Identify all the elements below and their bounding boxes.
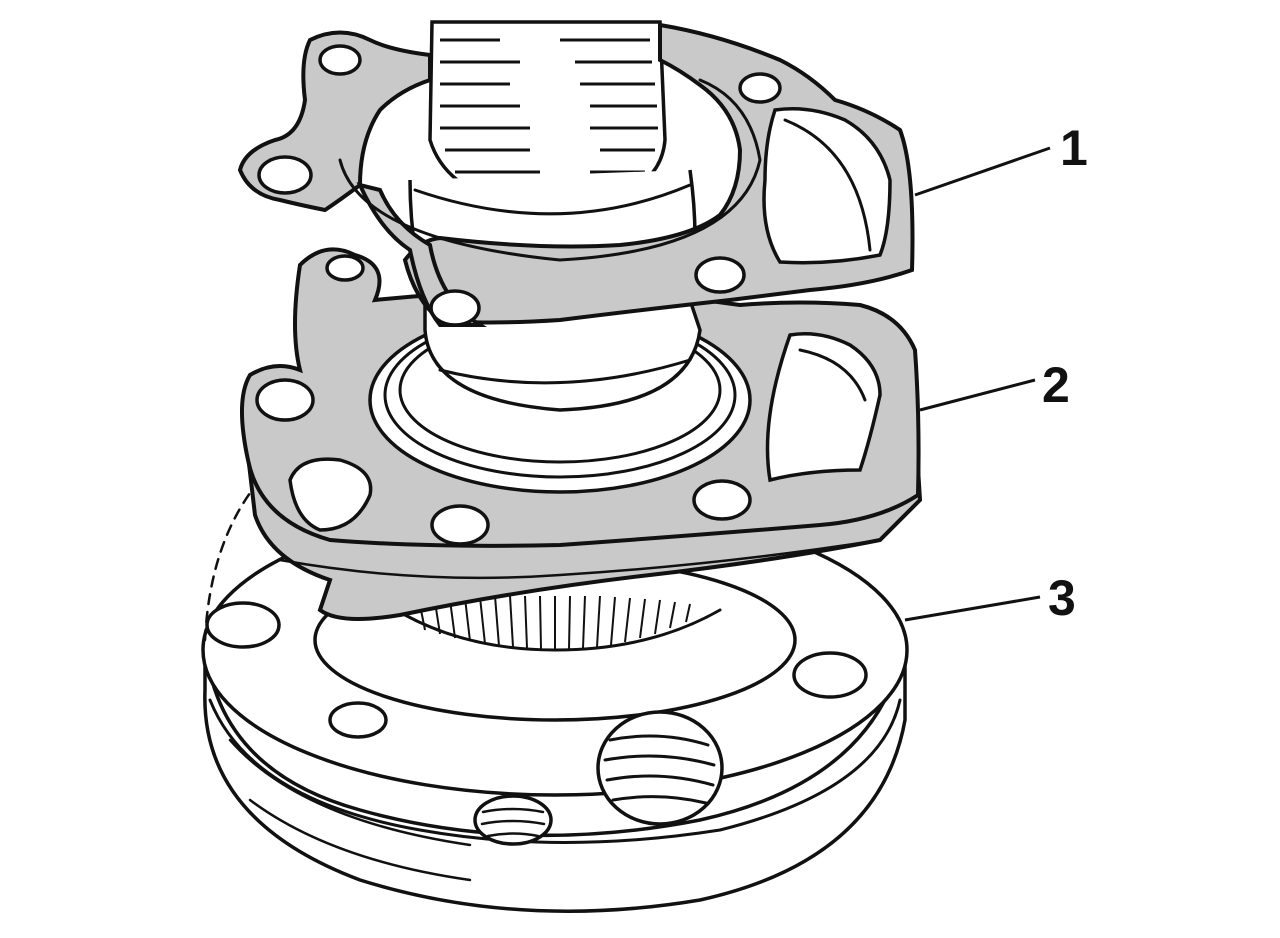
leader-line-3 — [904, 595, 1041, 622]
callout-1: 1 — [1060, 120, 1088, 176]
leader-lines — [904, 146, 1051, 622]
gasket-lower — [240, 247, 923, 621]
flange-hole — [792, 651, 868, 699]
callout-2: 2 — [1042, 357, 1070, 413]
threaded-hole-small — [473, 794, 553, 846]
threaded-hole-large — [596, 710, 724, 826]
leader-line-2 — [919, 378, 1036, 412]
flange-hole — [328, 701, 388, 739]
gasket-upper — [237, 22, 915, 327]
flange-hole — [205, 601, 281, 649]
leader-line-1 — [914, 146, 1051, 197]
callout-3: 3 — [1048, 570, 1076, 626]
